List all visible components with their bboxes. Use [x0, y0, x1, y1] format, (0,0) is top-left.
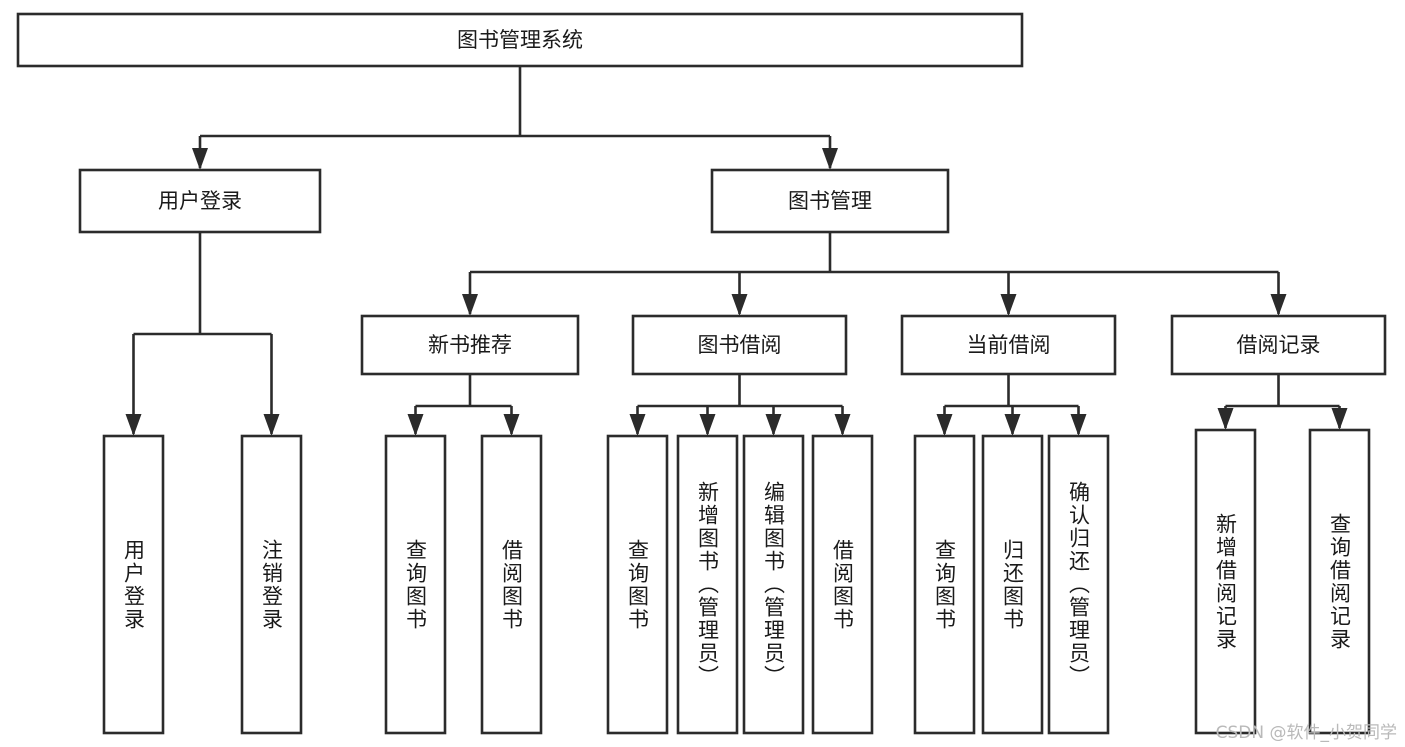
arrow-icon-leaf-add-book — [699, 414, 716, 436]
connector-layer — [125, 66, 1348, 436]
node-box-leaf-confirm-return[interactable] — [1047, 434, 1110, 735]
arrow-icon-book-manage — [822, 148, 838, 170]
node-box-book-manage[interactable] — [710, 168, 950, 234]
node-label-book-manage: 图书管理 — [788, 189, 872, 213]
watermark-text: CSDN @软件_小贺同学 — [1215, 723, 1397, 743]
arrow-icon-leaf-user-login — [125, 414, 142, 436]
arrow-icon-leaf-query-book-3 — [936, 414, 953, 436]
node-label-root: 图书管理系统 — [457, 28, 583, 52]
arrow-icon-leaf-return-book — [1004, 414, 1021, 436]
node-box-leaf-edit-book[interactable] — [742, 434, 805, 735]
arrow-icon-borrow-record — [1270, 294, 1287, 316]
arrow-icon-leaf-edit-book — [765, 414, 782, 436]
node-box-root[interactable] — [16, 12, 1024, 68]
arrow-icon-leaf-borrow-book-2 — [834, 414, 851, 436]
node-box-leaf-return-book[interactable] — [981, 434, 1044, 735]
arrow-icon-book-borrow — [731, 294, 748, 316]
node-box-new-book-recommend[interactable] — [360, 314, 580, 376]
node-box-leaf-query-book-3[interactable] — [913, 434, 976, 735]
arrow-icon-leaf-query-book-2 — [629, 414, 646, 436]
arrow-icon-leaf-query-book-1 — [407, 414, 424, 436]
node-box-leaf-add-record[interactable] — [1194, 428, 1257, 735]
node-label-book-borrow: 图书借阅 — [698, 333, 782, 357]
node-box-leaf-borrow-book-2[interactable] — [811, 434, 874, 735]
node-box-leaf-logout[interactable] — [240, 434, 303, 735]
node-box-leaf-query-book-1[interactable] — [384, 434, 447, 735]
node-box-leaf-add-book[interactable] — [676, 434, 739, 735]
arrow-icon-current-borrow — [1000, 294, 1017, 316]
arrow-icon-leaf-query-record — [1331, 408, 1348, 430]
arrow-icon-user-login — [192, 148, 208, 170]
node-label-user-login: 用户登录 — [158, 189, 242, 213]
node-label-new-book-recommend: 新书推荐 — [428, 333, 512, 357]
node-box-leaf-user-login[interactable] — [102, 434, 165, 735]
node-box-leaf-borrow-book-1[interactable] — [480, 434, 543, 735]
node-box-user-login[interactable] — [78, 168, 322, 234]
arrow-icon-new-book-recommend — [462, 294, 478, 316]
node-label-current-borrow: 当前借阅 — [967, 333, 1051, 357]
node-box-leaf-query-book-2[interactable] — [606, 434, 669, 735]
node-label-borrow-record: 借阅记录 — [1237, 333, 1321, 357]
node-box-borrow-record[interactable] — [1170, 314, 1387, 376]
node-box-leaf-query-record[interactable] — [1308, 428, 1371, 735]
arrow-icon-leaf-confirm-return — [1070, 414, 1087, 436]
arrow-icon-leaf-add-record — [1217, 408, 1234, 430]
node-box-current-borrow[interactable] — [900, 314, 1117, 376]
node-box-book-borrow[interactable] — [631, 314, 848, 376]
arrow-icon-leaf-logout — [263, 414, 280, 436]
arrow-icon-leaf-borrow-book-1 — [503, 414, 520, 436]
